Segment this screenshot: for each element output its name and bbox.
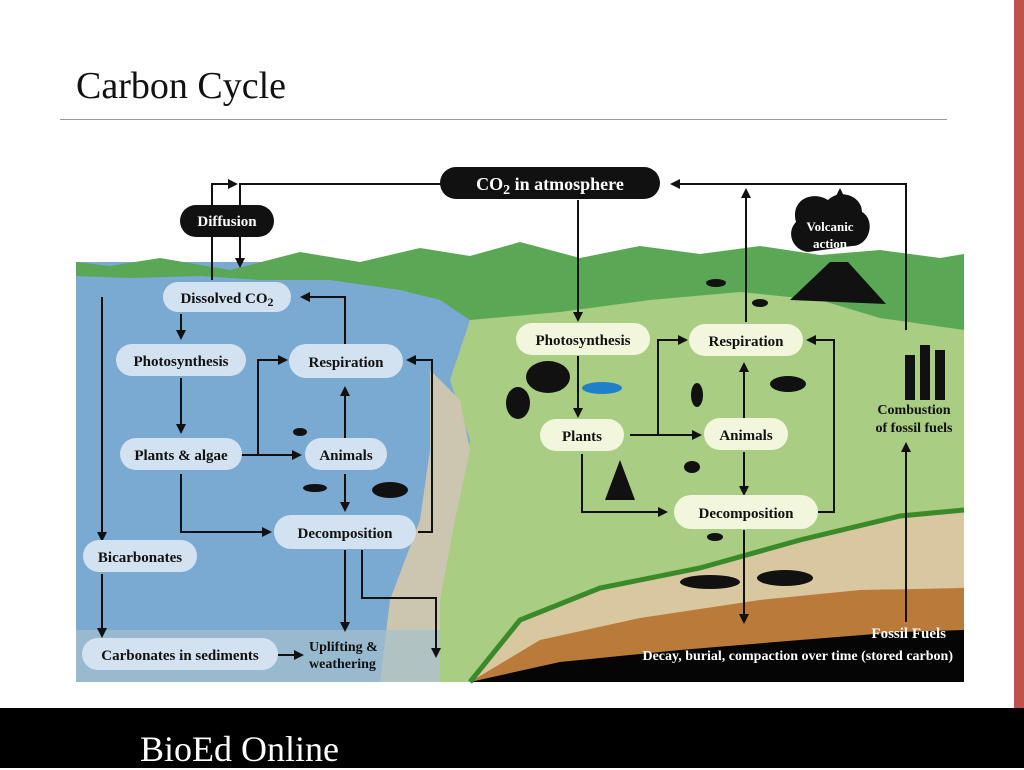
footer-bar <box>0 708 1024 768</box>
diffusion-label-bg <box>180 205 274 237</box>
arrow-plants-to-respiration-land <box>657 335 688 435</box>
arrow-plants-to-respiration <box>257 355 288 455</box>
ocean-photosynthesis-box <box>116 344 246 376</box>
fish-icon <box>303 484 327 492</box>
diffusion-label: Diffusion <box>197 214 257 230</box>
volcano-cloud <box>791 194 870 252</box>
mushroom-icon <box>707 533 723 541</box>
carbonates-box <box>82 638 278 670</box>
carbonates-label: Carbonates in sediments <box>101 648 259 664</box>
ocean-animals-box <box>305 438 387 470</box>
tree-icon <box>526 361 570 393</box>
atmosphere-label-bg <box>440 167 660 199</box>
land-animals-box <box>704 418 788 450</box>
uplifting-label-line2: weathering <box>309 657 376 672</box>
land-photosynthesis-box <box>516 323 650 355</box>
ocean-animals-label: Animals <box>319 448 373 464</box>
land-plants-box <box>540 419 624 451</box>
footer-brand: BioEd Online <box>140 729 339 769</box>
fossil-icon <box>680 575 740 589</box>
arrow-decomposition-to-respiration <box>406 355 433 533</box>
title-divider <box>60 119 947 120</box>
accent-bar <box>1014 0 1024 708</box>
land-animals-label: Animals <box>719 428 773 444</box>
ocean-decomposition-label: Decomposition <box>298 526 394 542</box>
tiger-icon <box>770 376 806 392</box>
land-plants-label: Plants <box>562 429 602 445</box>
land-respiration-label: Respiration <box>709 334 785 350</box>
land-respiration-box <box>689 324 803 356</box>
volcano-shape <box>790 262 886 304</box>
cliff-area <box>380 370 470 682</box>
arrow-decomposition-down <box>361 550 441 658</box>
bird-icon <box>752 299 768 307</box>
decay-burial-label: Decay, burial, compaction over time (sto… <box>642 649 953 664</box>
shark-icon <box>372 482 408 498</box>
volcanic-label-line2: action <box>813 236 848 251</box>
bird-icon <box>706 279 726 287</box>
fossil-fuels-label: Fossil Fuels <box>871 626 946 642</box>
slide-title: Carbon Cycle <box>76 65 287 107</box>
ocean-respiration-box <box>289 344 403 378</box>
plants-algae-label: Plants & algae <box>134 448 228 464</box>
ocean-respiration-label: Respiration <box>309 355 385 371</box>
arrow-combustion-to-atmo <box>670 179 907 330</box>
arrow-plants-to-decomposition <box>180 474 272 537</box>
arrow-plants-to-decomposition-land <box>581 454 668 517</box>
fossil-fuel-layer <box>470 630 964 682</box>
arrow-decomposition-to-respiration-land <box>806 335 835 513</box>
fossil-icon <box>757 570 813 586</box>
tree-icon <box>605 460 635 500</box>
ocean-decomposition-box <box>274 515 416 549</box>
volcanic-label-line1: Volcanic <box>806 219 853 234</box>
rabbit-icon <box>684 461 700 473</box>
atmosphere-label: CO2 in atmosphere <box>476 174 624 198</box>
plants-algae-box <box>120 438 242 470</box>
combustion-label-line2: of fossil fuels <box>876 421 954 436</box>
land-photosynthesis-label: Photosynthesis <box>535 333 630 349</box>
pond-icon <box>582 382 622 394</box>
bicarbonates-box <box>83 540 197 572</box>
land-decomposition-box <box>674 495 818 529</box>
flow-arrows <box>97 179 911 660</box>
dissolved-co2-label: Dissolved CO2 <box>180 291 273 309</box>
ocean-photosynthesis-label: Photosynthesis <box>133 354 228 370</box>
arrow-diffusion-down <box>235 183 442 268</box>
fish-icon <box>293 428 307 436</box>
combustion-label-line1: Combustion <box>877 403 950 418</box>
bicarbonates-label: Bicarbonates <box>98 550 182 566</box>
carbon-cycle-diagram: CO2 in atmosphere Diffusion Volcanic act… <box>76 167 965 684</box>
ground-line <box>468 507 965 684</box>
uplifting-label-line1: Uplifting & <box>309 640 378 655</box>
deer-icon <box>691 383 703 407</box>
arrow-respiration-to-dissolved <box>300 292 346 345</box>
arrow-diffusion-up <box>211 179 238 280</box>
land-decomposition-label: Decomposition <box>699 506 795 522</box>
dissolved-co2-box <box>163 282 291 312</box>
tree-icon <box>506 387 530 419</box>
factory-icon <box>905 355 915 400</box>
